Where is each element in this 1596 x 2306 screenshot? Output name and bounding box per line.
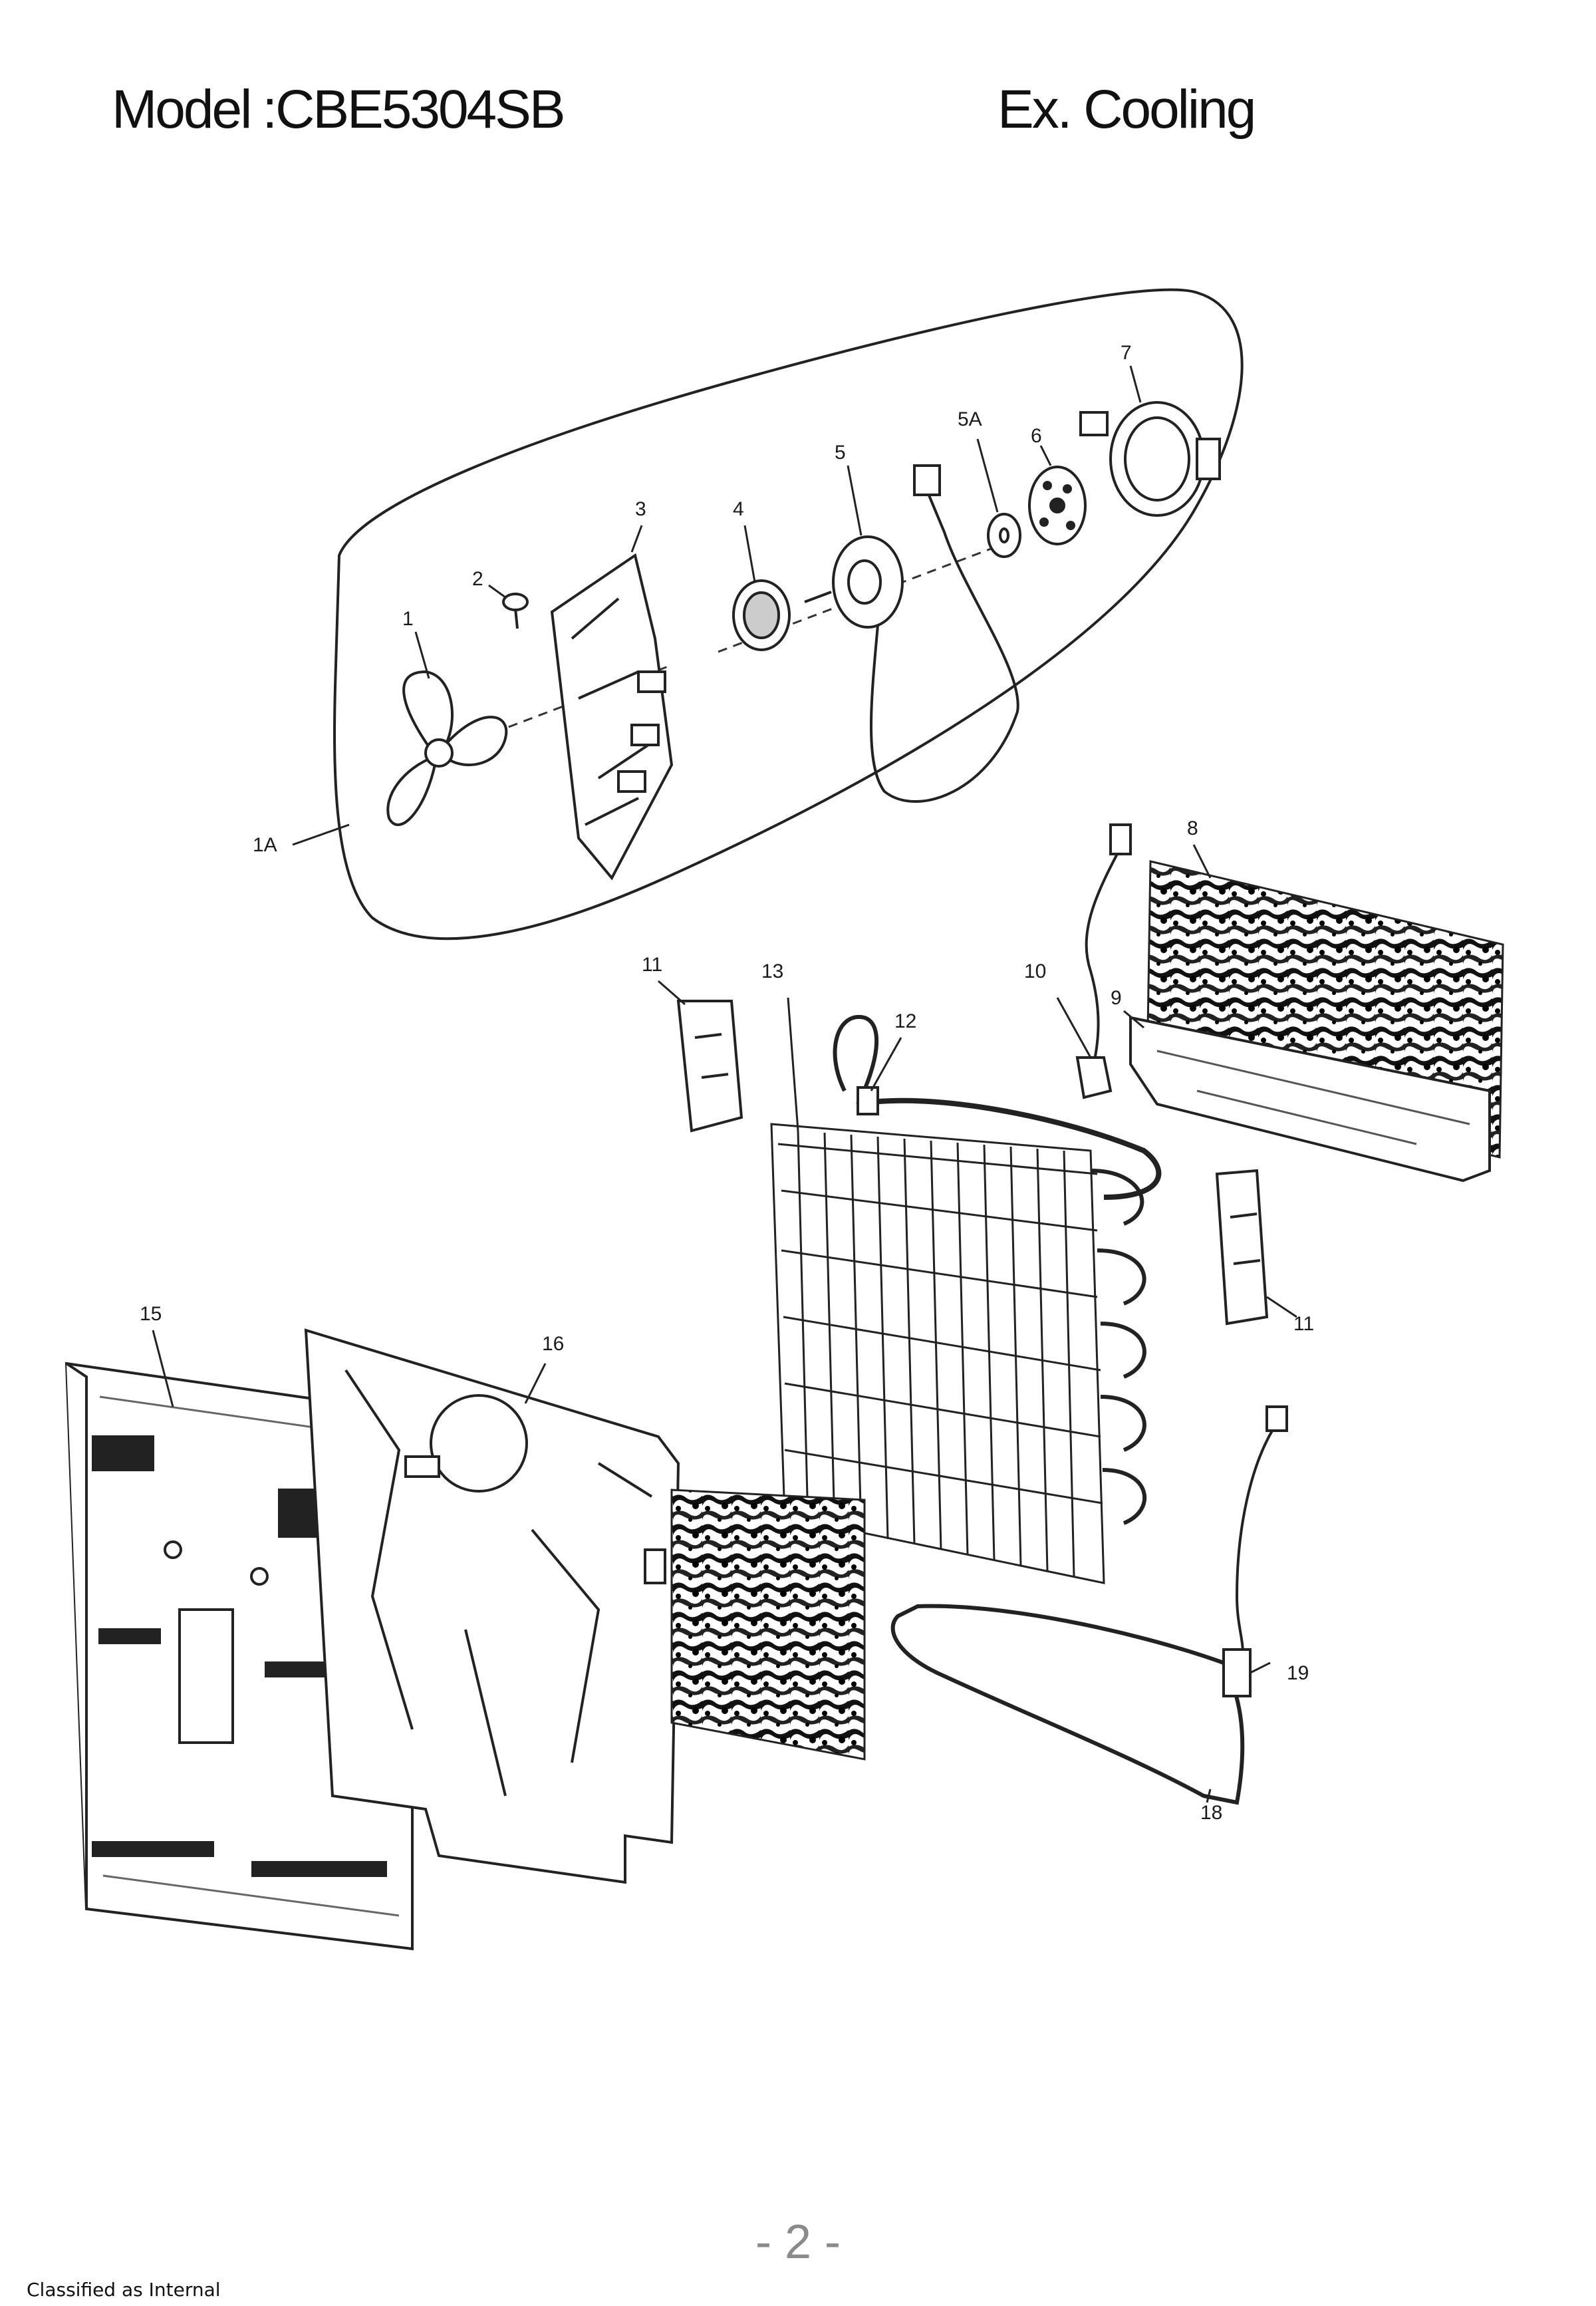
callout-labels: 1 1A 2 3 4 5 5A 6 7 8 9 10 11 13 12 11 1… xyxy=(140,342,1314,1824)
callout-1: 1 xyxy=(402,608,414,630)
fan-shroud xyxy=(304,1328,680,1884)
callout-8: 8 xyxy=(1187,817,1198,839)
fan-motor xyxy=(804,464,1019,803)
fan-group-outline xyxy=(333,288,1244,940)
washer xyxy=(987,513,1021,558)
defrost-heater xyxy=(890,1604,1245,1805)
section-title: Ex. Cooling xyxy=(998,79,1256,140)
evaporator-clip-right xyxy=(1215,1169,1269,1326)
callout-5a: 5A xyxy=(958,408,982,430)
model-number: CBE5304SB xyxy=(275,79,565,140)
callout-18: 18 xyxy=(1200,1802,1222,1824)
fan-motor-group xyxy=(333,288,1244,940)
evaporator-assembly xyxy=(65,823,1504,1951)
callout-1a: 1A xyxy=(253,834,277,856)
evaporator-coil xyxy=(770,1014,1162,1584)
fan-blade xyxy=(386,670,508,826)
callout-6: 6 xyxy=(1031,425,1042,447)
motor-bracket xyxy=(550,553,674,881)
callout-leaders xyxy=(152,365,1297,1803)
motor-disc xyxy=(1028,466,1087,545)
motor-grommet xyxy=(732,579,791,651)
ring-bracket xyxy=(1079,401,1221,517)
callout-3: 3 xyxy=(635,498,646,520)
model-separator: : xyxy=(262,79,277,140)
evaporator-clip-left xyxy=(676,1000,743,1133)
callout-19: 19 xyxy=(1287,1662,1309,1684)
callout-11-left: 11 xyxy=(642,954,662,976)
insulation-foam-bottom xyxy=(670,1489,866,1761)
callout-12: 12 xyxy=(894,1010,916,1032)
screw xyxy=(502,593,529,629)
callout-2: 2 xyxy=(472,568,483,590)
defrost-sensor xyxy=(1075,823,1132,1099)
pipe-connector xyxy=(857,1086,879,1115)
callout-7: 7 xyxy=(1121,342,1132,364)
page-title-model: Model:CBE5304SB xyxy=(112,78,566,141)
callout-15: 15 xyxy=(140,1303,162,1325)
callout-10: 10 xyxy=(1024,960,1046,982)
classification-label: Classified as Internal xyxy=(27,2279,221,2301)
thermal-fuse xyxy=(1222,1405,1288,1697)
callout-13: 13 xyxy=(761,960,783,982)
callout-4: 4 xyxy=(733,498,744,520)
page-number: - 2 - xyxy=(755,2216,841,2269)
callout-16: 16 xyxy=(542,1333,564,1355)
callout-11-right: 11 xyxy=(1293,1313,1314,1335)
model-label: Model xyxy=(112,79,252,140)
callout-5: 5 xyxy=(835,442,846,464)
callout-9: 9 xyxy=(1111,987,1122,1009)
